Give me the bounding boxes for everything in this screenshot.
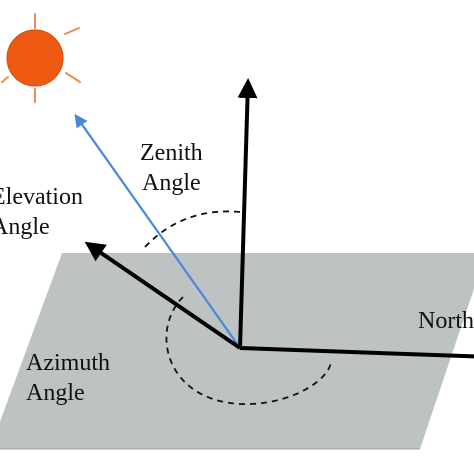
- elevation-vector: [84, 241, 242, 350]
- azimuth-label-line2: Angle: [26, 380, 85, 406]
- elevation-label-line2: Angle: [0, 214, 50, 240]
- azimuth-label-line1: Azimuth: [26, 350, 110, 376]
- azimuth-angle-arc: [165, 296, 332, 405]
- azimuth-angle-label: Azimuth Angle: [26, 348, 110, 408]
- zenith-label-line1: Zenith: [140, 140, 203, 166]
- zenith-angle-label: Zenith Angle: [140, 138, 203, 198]
- ground-plane: [0, 253, 474, 449]
- sun-direction-vector: [74, 113, 241, 349]
- zenith-label-line2: Angle: [142, 170, 201, 196]
- north-label: North: [418, 308, 474, 334]
- sun-icon: [1, 13, 81, 103]
- zenith-vector: [237, 78, 258, 349]
- zenith-angle-arc: [144, 210, 241, 248]
- ground-plane-edge: [0, 416, 474, 470]
- north-vector: [239, 346, 474, 359]
- elevation-label-line1: Elevation: [0, 184, 83, 210]
- elevation-angle-label: Elevation Angle: [0, 182, 83, 242]
